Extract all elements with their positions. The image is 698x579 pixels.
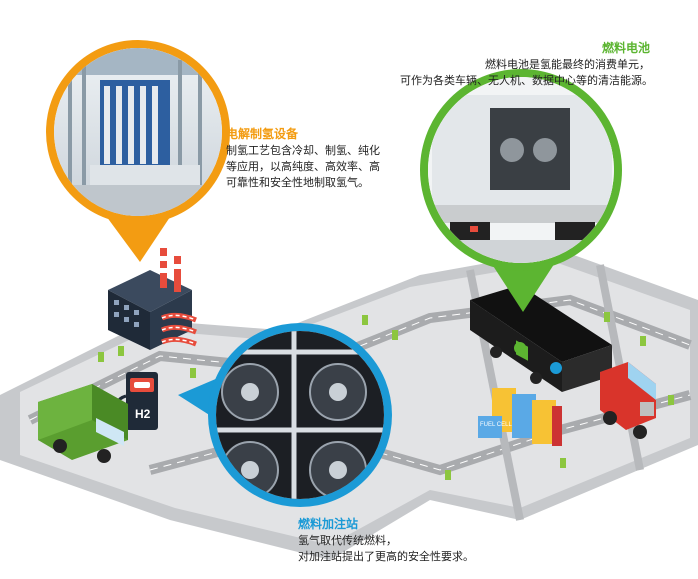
station-title: 燃料加注站 (298, 517, 359, 531)
station-line-2: 对加注站提出了更高的安全性要求。 (298, 550, 474, 563)
fuel-cell-photo-bubble (420, 69, 622, 312)
electrolysis-photo-bubble (46, 40, 230, 262)
h2-sign: H2 (135, 407, 151, 421)
van-icon (38, 384, 128, 463)
electrolysis-title: 电解制氢设备 (226, 127, 299, 141)
electrolysis-line-1: 制氢工艺包含冷却、制氢、纯化 (226, 144, 380, 157)
factory-icon (108, 248, 197, 350)
fuel-cell-stack-icon: FUEL CELL (478, 388, 562, 446)
fuel-cell-title: 燃料电池 (601, 41, 650, 55)
electrolysis-line-2: 等应用，以高纯度、高效率、高 (226, 160, 380, 173)
hydrogen-pump-icon: H2 (113, 372, 158, 430)
station-photo-bubble (178, 323, 392, 507)
station-line-1: 氢气取代传统燃料， (298, 534, 397, 547)
station-caption: 燃料加注站 氢气取代传统燃料， 对加注站提出了更高的安全性要求。 (298, 516, 474, 565)
fuel-cell-caption: 燃料电池 燃料电池是氢能最终的消费单元， 可作为各类车辆、无人机、数据中心等的清… (400, 40, 653, 89)
fuel-cell-line-1: 燃料电池是氢能最终的消费单元， (485, 58, 650, 71)
electrolysis-line-3: 可靠性和安全性地制取氢气。 (226, 176, 369, 189)
truck-icon (470, 285, 656, 439)
electrolysis-caption: 电解制氢设备 制氢工艺包含冷却、制氢、纯化 等应用，以高纯度、高效率、高 可靠性… (226, 126, 380, 191)
fuel-cell-line-2: 可作为各类车辆、无人机、数据中心等的清洁能源。 (400, 74, 653, 87)
fuel-cell-sign: FUEL CELL (480, 422, 512, 428)
